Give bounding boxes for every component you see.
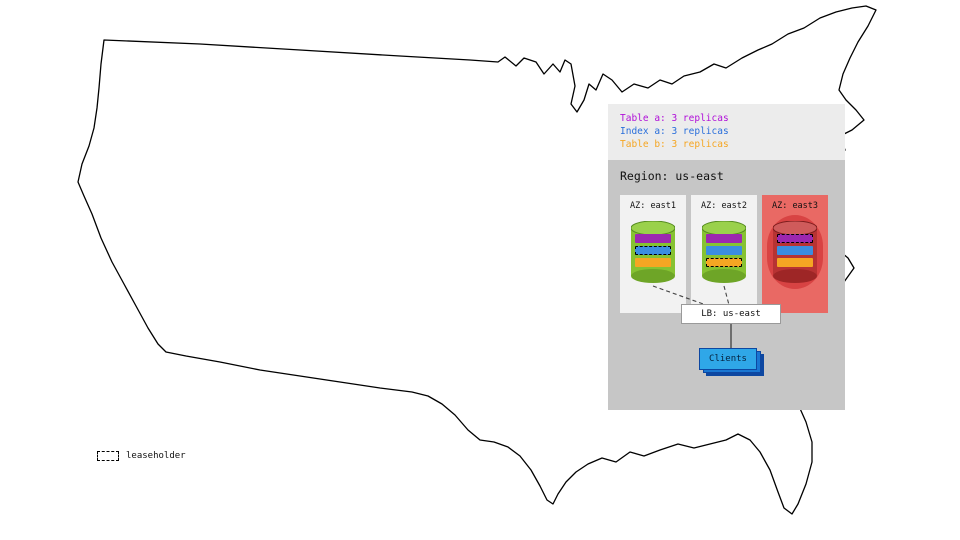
db-cylinder-east3 bbox=[767, 215, 823, 289]
leaseholder-swatch bbox=[97, 451, 119, 461]
replica-legend: Table a: 3 replicas Index a: 3 replicas … bbox=[608, 104, 845, 160]
region-panel: Region: us-east AZ: east1 AZ: east2 bbox=[608, 160, 845, 410]
replica-bar-table-a bbox=[706, 234, 742, 243]
clients-stack: Clients bbox=[699, 348, 764, 376]
legend-line-table-a: Table a: 3 replicas bbox=[620, 113, 729, 124]
replica-bar-index-a bbox=[706, 246, 742, 255]
az-box-east3-failed: AZ: east3 bbox=[762, 195, 828, 313]
legend-line-table-b: Table b: 3 replicas bbox=[620, 139, 729, 150]
az-box-east2: AZ: east2 bbox=[691, 195, 757, 313]
replica-bar-table-b-leaseholder bbox=[706, 258, 742, 267]
region-title: Region: us-east bbox=[620, 169, 724, 183]
replica-bar-index-a bbox=[777, 246, 813, 255]
replica-bar-table-b bbox=[777, 258, 813, 267]
replica-bar-table-a bbox=[635, 234, 671, 243]
legend-line-index-a: Index a: 3 replicas bbox=[620, 126, 729, 137]
clients-label: Clients bbox=[709, 354, 747, 364]
leaseholder-label: leaseholder bbox=[126, 451, 186, 461]
replica-bar-table-b bbox=[635, 258, 671, 267]
replica-bar-table-a-leaseholder bbox=[777, 234, 813, 243]
az-label-east1: AZ: east1 bbox=[629, 201, 677, 211]
db-cylinder-east2 bbox=[702, 221, 746, 283]
replica-bar-index-a-leaseholder bbox=[635, 246, 671, 255]
az-box-east1: AZ: east1 bbox=[620, 195, 686, 313]
load-balancer-box: LB: us-east bbox=[681, 304, 781, 324]
load-balancer-label: LB: us-east bbox=[701, 309, 761, 319]
az-label-east3: AZ: east3 bbox=[771, 201, 819, 211]
db-cylinder-east1 bbox=[631, 221, 675, 283]
az-label-east2: AZ: east2 bbox=[700, 201, 748, 211]
leaseholder-legend: leaseholder bbox=[97, 451, 186, 461]
clients-box: Clients bbox=[699, 348, 757, 370]
